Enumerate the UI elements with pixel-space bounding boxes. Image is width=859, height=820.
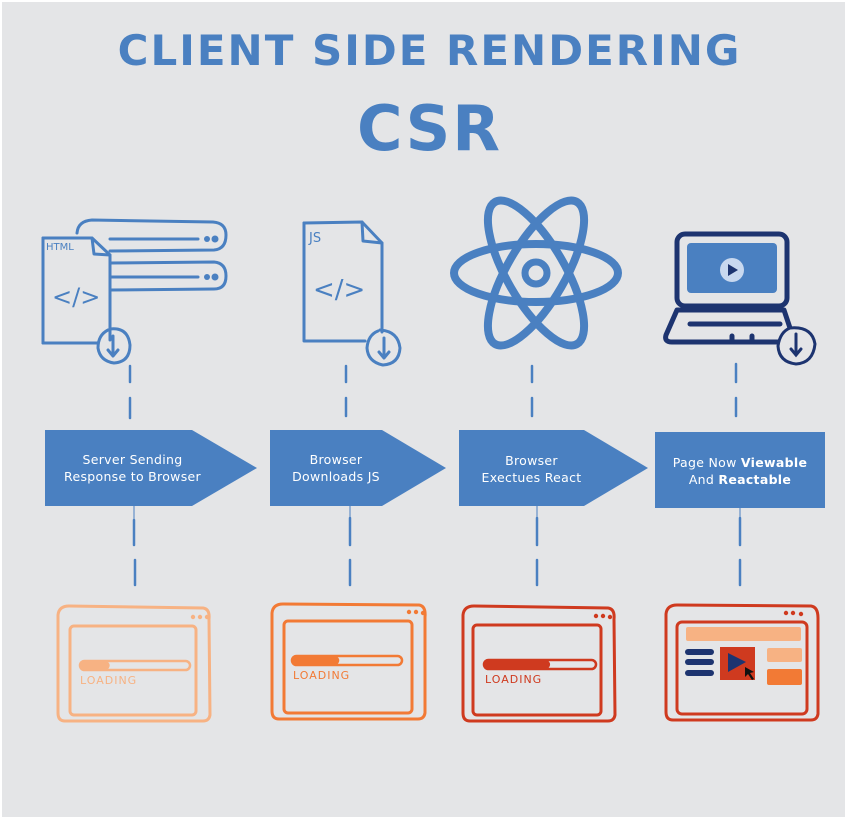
side-block-orange: [767, 669, 802, 685]
browser-window-loading-1: LOADING: [56, 604, 212, 723]
step-arrow-1: [45, 430, 257, 506]
progress-fill: [292, 656, 340, 665]
code-glyph: </>: [52, 283, 100, 311]
server-bar-bottom: [108, 260, 228, 292]
step-label-1: Server Sending Response to Browser: [45, 451, 220, 485]
step-label-line: Browser: [505, 453, 558, 468]
page-header-block: [686, 627, 801, 641]
browser-window-loading-2: LOADING: [270, 602, 427, 721]
download-circle: [96, 327, 132, 365]
menu-line: [685, 670, 714, 676]
menu-line: [685, 659, 714, 665]
step-label-4: Page Now Viewable And Reactable: [655, 454, 825, 488]
atom-orbit: [483, 196, 589, 350]
atom-orbit: [450, 240, 622, 306]
file-type-label: HTML: [46, 242, 74, 253]
html-file-download-icon: HTML </>: [41, 218, 228, 365]
side-block-light: [767, 648, 802, 662]
code-glyph: </>: [313, 275, 365, 305]
laptop-video-download-icon: [663, 231, 817, 366]
label-bold-viewable: Viewable: [740, 455, 808, 470]
progress-fill: [484, 660, 551, 669]
js-file-download-icon: JS </>: [302, 220, 402, 367]
laptop-lid: [674, 231, 790, 309]
step-arrow-3: [459, 430, 648, 506]
step-label-2: Browser Downloads JS: [270, 451, 402, 485]
label-bold-reactable: Reactable: [718, 472, 792, 487]
step-label-line: Response to Browser: [64, 469, 201, 484]
download-circle: [365, 328, 402, 367]
label-text: And: [688, 472, 719, 487]
step-label-line: Exectues React: [481, 470, 582, 485]
label-text: Page Now: [672, 455, 741, 470]
browser-window-loading-3: LOADING: [461, 604, 617, 723]
step-label-3: Browser Exectues React: [459, 452, 604, 486]
loading-text: LOADING: [80, 674, 137, 687]
progress-fill: [80, 661, 110, 670]
step-box-4: [655, 432, 825, 508]
diagram-subtitle: CSR: [356, 92, 503, 165]
step-label-line: Downloads JS: [292, 469, 380, 484]
diagram-title: CLIENT SIDE RENDERING: [117, 26, 742, 75]
step-label-line: Server Sending: [82, 452, 183, 467]
loading-text: LOADING: [485, 673, 542, 686]
loading-text: LOADING: [293, 669, 350, 682]
browser-window-rendered: [664, 603, 820, 722]
step-arrow-2: [270, 430, 446, 506]
react-atom-icon: [450, 196, 622, 350]
server-bar-top: [75, 218, 228, 253]
cursor-icon: [745, 667, 754, 680]
menu-line: [685, 649, 714, 655]
step-label-line: Browser: [309, 452, 363, 467]
file-type-label: JS: [308, 231, 321, 246]
play-icon: [728, 653, 746, 672]
atom-nucleus: [521, 258, 551, 288]
